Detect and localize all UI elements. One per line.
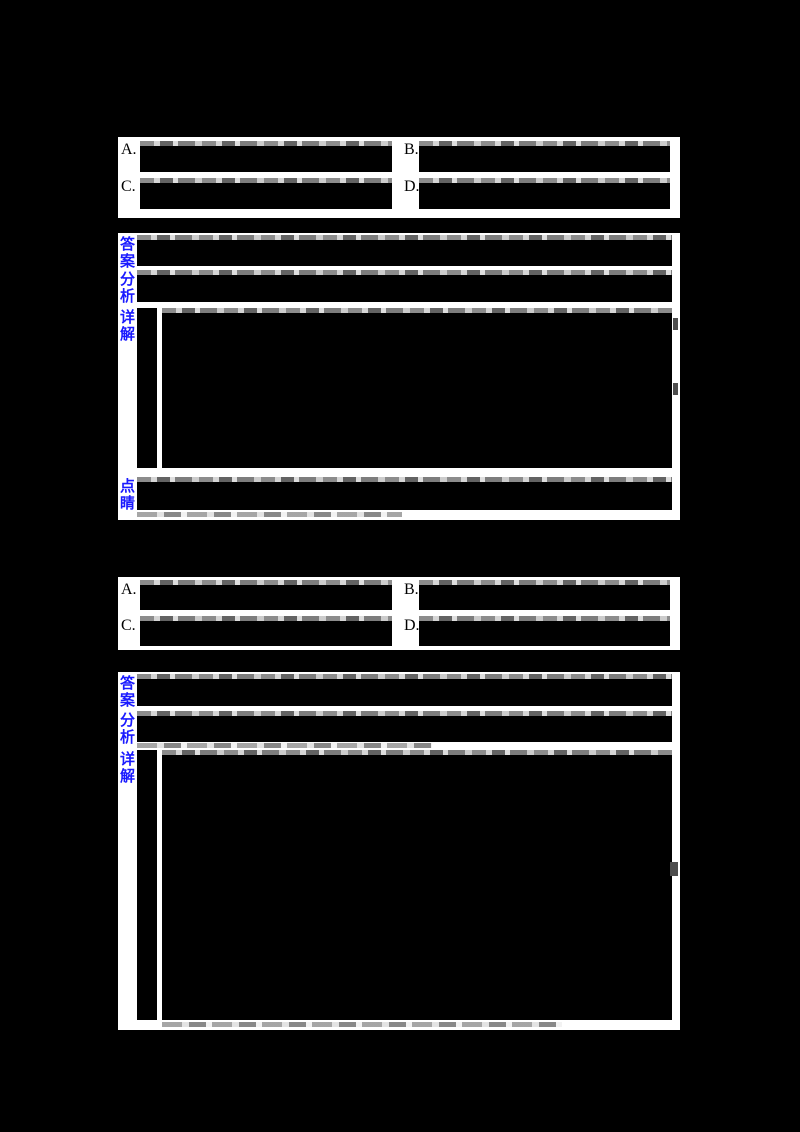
detail-left-redacted-strip	[137, 750, 157, 1020]
option-d-letter: D.	[404, 178, 420, 195]
question2-explanation-card: 答案 分析 详解	[118, 672, 680, 1030]
option-d-redacted-text	[419, 616, 670, 646]
analysis-redacted-text	[137, 270, 672, 302]
text-top-sliver	[137, 674, 672, 679]
answer-redacted-text	[137, 235, 672, 266]
text-edge-fragment	[673, 383, 678, 395]
text-top-sliver	[140, 616, 392, 621]
text-top-sliver	[419, 616, 670, 621]
detail-label: 详解	[120, 309, 136, 343]
option-d-redacted-text	[419, 178, 670, 209]
text-top-sliver	[419, 141, 670, 146]
text-top-sliver	[419, 178, 670, 183]
tip-redacted-text	[137, 477, 672, 510]
option-a-redacted-text	[140, 141, 392, 172]
text-top-sliver	[419, 580, 670, 585]
text-edge-fragment	[670, 862, 678, 876]
option-a-letter: A.	[121, 581, 137, 598]
text-edge-fragment	[673, 318, 678, 330]
analysis-redacted-text	[137, 711, 672, 742]
option-b-letter: B.	[404, 141, 419, 158]
text-top-sliver	[137, 477, 672, 482]
faint-text-line	[137, 512, 402, 517]
option-d-letter: D.	[404, 617, 420, 634]
option-c-letter: C.	[121, 617, 136, 634]
tip-label: 点睛	[120, 478, 136, 512]
text-top-sliver	[140, 141, 392, 146]
option-c-redacted-text	[140, 616, 392, 646]
option-b-redacted-text	[419, 580, 670, 610]
detail-redacted-text	[162, 750, 672, 1020]
analysis-label: 分析	[120, 712, 136, 746]
question2-options-card: A. B. C. D.	[118, 577, 680, 650]
detail-redacted-text	[162, 308, 672, 468]
text-top-sliver	[140, 178, 392, 183]
answer-redacted-text	[137, 674, 672, 706]
faint-text-line	[137, 743, 432, 748]
question1-explanation-card: 答案 分析 详解 点睛	[118, 233, 680, 520]
answer-label: 答案	[120, 236, 136, 270]
option-c-letter: C.	[121, 178, 136, 195]
option-b-redacted-text	[419, 141, 670, 172]
answer-label: 答案	[120, 675, 136, 709]
option-a-letter: A.	[121, 141, 137, 158]
text-top-sliver	[137, 270, 672, 275]
option-b-letter: B.	[404, 581, 419, 598]
text-top-sliver	[137, 235, 672, 240]
detail-label: 详解	[120, 751, 136, 785]
option-a-redacted-text	[140, 580, 392, 610]
question1-options-card: A. B. C. D.	[118, 137, 680, 218]
text-top-sliver	[162, 308, 672, 313]
detail-left-redacted-strip	[137, 308, 157, 468]
text-top-sliver	[140, 580, 392, 585]
text-top-sliver	[162, 750, 672, 755]
text-top-sliver	[137, 711, 672, 716]
option-c-redacted-text	[140, 178, 392, 209]
faint-text-line	[162, 1022, 562, 1027]
analysis-label: 分析	[120, 271, 136, 305]
